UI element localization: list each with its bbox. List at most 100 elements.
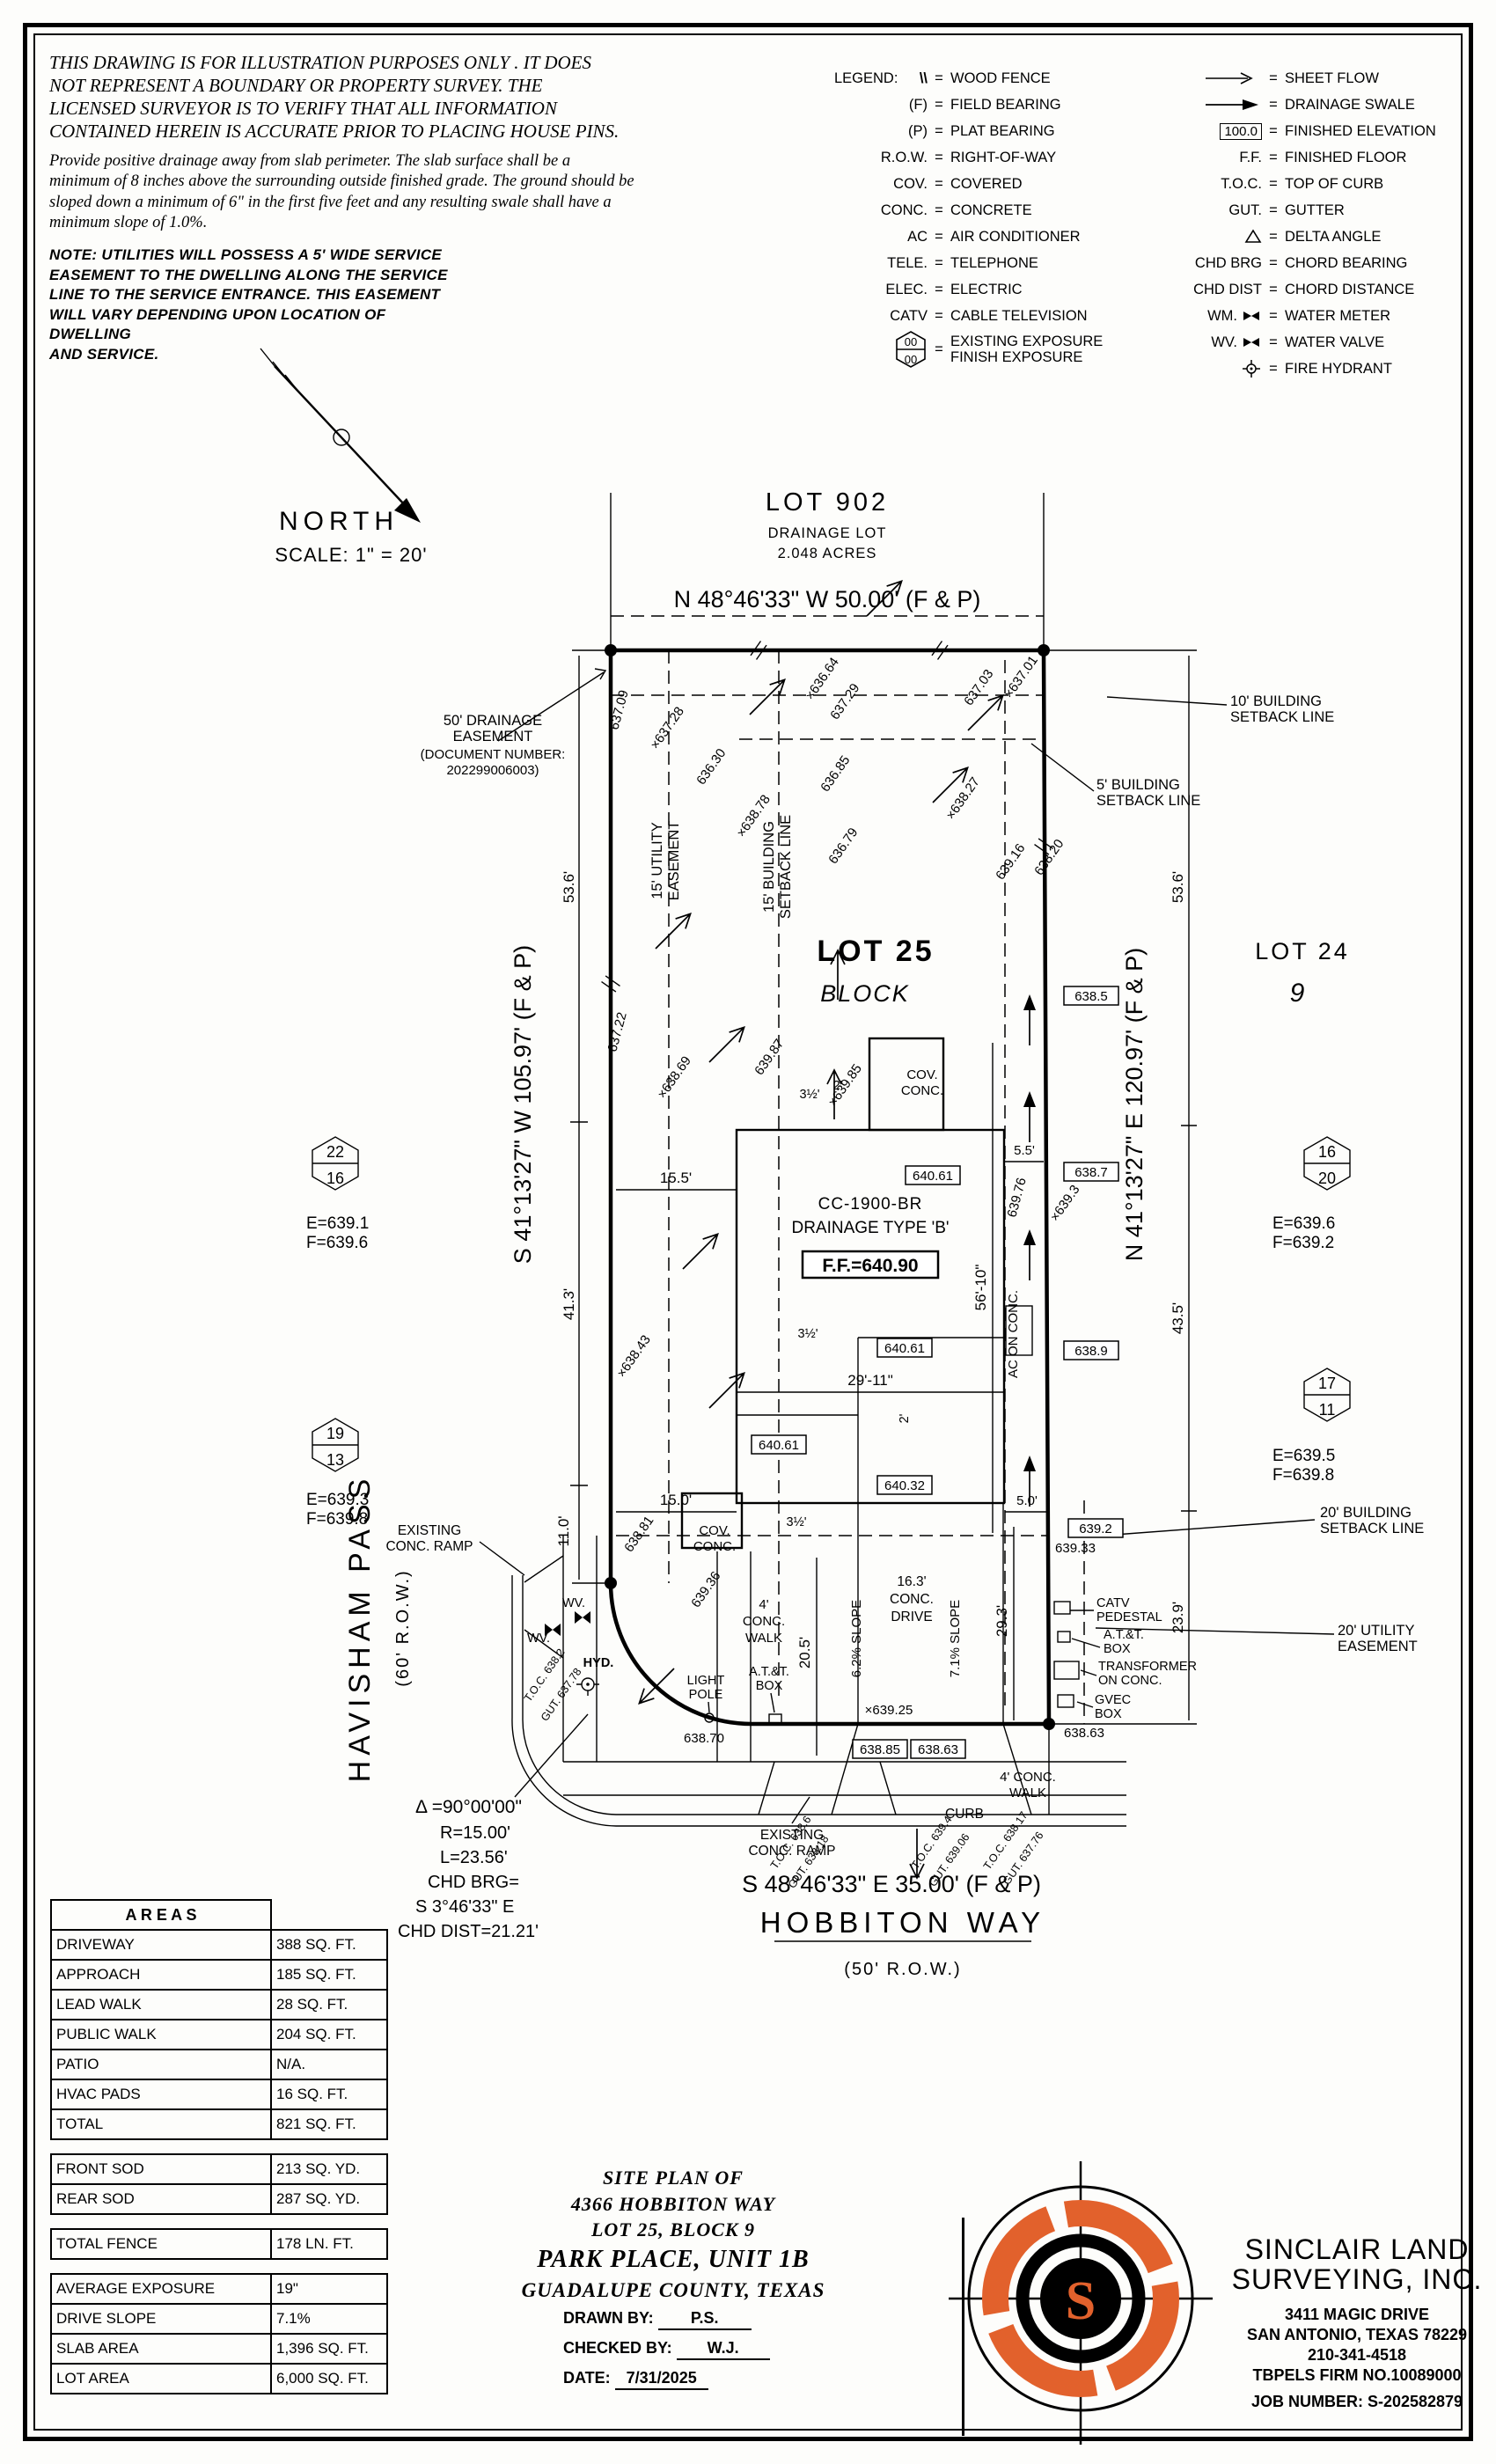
svg-text:202299006003): 202299006003)	[446, 763, 539, 778]
firm-logo: S	[949, 2161, 1213, 2445]
title-line-4: PARK PLACE, UNIT 1B	[537, 2246, 810, 2273]
svg-text:PEDESTAL: PEDESTAL	[1096, 1610, 1162, 1624]
svg-text:638.81: 638.81	[621, 1514, 656, 1555]
ac-pad	[1005, 1305, 1033, 1356]
svg-text:15' BUILDING: 15' BUILDING	[761, 821, 777, 913]
svg-text:F=639.8: F=639.8	[1272, 1466, 1334, 1485]
svg-text:29'-11": 29'-11"	[847, 1372, 893, 1389]
svg-text:15.5': 15.5'	[660, 1170, 692, 1186]
svg-text:637.29: 637.29	[827, 681, 862, 722]
finished-floor-box: F.F.=640.90	[801, 1250, 940, 1280]
disclaimer-paragraph-1: THIS DRAWING IS FOR ILLUSTRATION PURPOSE…	[49, 52, 620, 143]
svg-text:639.2: 639.2	[1079, 1522, 1112, 1536]
lot25-label: LOT 25	[817, 935, 934, 968]
svg-text:E=639.6: E=639.6	[1272, 1214, 1335, 1233]
svg-text:638.63: 638.63	[918, 1742, 958, 1757]
areas-table-title: A R E A S	[50, 1899, 272, 1931]
utility-symbols	[545, 1601, 1080, 1726]
lot902-name: LOT 902	[766, 488, 889, 517]
svg-text:SETBACK LINE: SETBACK LINE	[1230, 709, 1334, 725]
house-model: CC-1900-BR	[818, 1195, 923, 1214]
catv-pedestal-icon	[1053, 1601, 1071, 1615]
svg-text:638.63: 638.63	[1064, 1726, 1104, 1741]
svg-text:7.1% SLOPE: 7.1% SLOPE	[948, 1600, 963, 1677]
water-meter-bowtie-icon	[1243, 312, 1259, 320]
finished-elevation-box-icon: 100.0	[1220, 122, 1262, 140]
svg-text:ON CONC.: ON CONC.	[1098, 1674, 1162, 1688]
svg-text:50' DRAINAGE: 50' DRAINAGE	[444, 713, 542, 729]
svg-text:E=639.1: E=639.1	[306, 1214, 369, 1233]
legend-left-column: LEGEND:\\ = WOOD FENCE (F)=FIELD BEARING…	[834, 65, 1179, 370]
curb-lines	[511, 1575, 1126, 1827]
side-walk	[562, 1536, 598, 1762]
svg-text:SETBACK LINE: SETBACK LINE	[778, 815, 794, 919]
lot902-type: DRAINAGE LOT	[768, 525, 887, 541]
logo-letter: S	[1066, 2271, 1096, 2331]
firm-phone: 210-341-4518	[1307, 2346, 1407, 2365]
dimension-labels: 53.6' 53.6' 41.3' 43.5' 23.9' 11.0' 15.5…	[555, 871, 1186, 1668]
svg-text:2': 2'	[898, 1413, 912, 1423]
footer-divider	[962, 2218, 964, 2436]
house-footprint	[680, 1037, 1033, 1550]
svg-text:5' BUILDING: 5' BUILDING	[1096, 777, 1180, 793]
svg-text:BOX: BOX	[1104, 1642, 1131, 1656]
svg-text:CATV: CATV	[1096, 1596, 1130, 1610]
date-label: DATE:	[563, 2369, 611, 2387]
svg-text:EXISTING: EXISTING	[398, 1523, 461, 1538]
svg-text:EASEMENT: EASEMENT	[453, 729, 533, 744]
svg-text:640.61: 640.61	[913, 1169, 953, 1184]
svg-text:S 3°46'33" E: S 3°46'33" E	[415, 1897, 514, 1917]
ramp-left	[524, 1555, 564, 1659]
water-valve-icon	[575, 1611, 590, 1624]
svg-text:LIGHT: LIGHT	[687, 1674, 725, 1688]
svg-text:11.0': 11.0'	[555, 1515, 572, 1546]
svg-text:×639.25: ×639.25	[865, 1703, 913, 1718]
checked-by-value: W.J.	[676, 2339, 770, 2360]
svg-text:3½': 3½'	[798, 1327, 818, 1341]
svg-text:16: 16	[1318, 1143, 1336, 1161]
leader-lines	[479, 668, 1335, 1824]
flatwork	[524, 1503, 1126, 1815]
block-label: BLOCK	[820, 980, 910, 1007]
svg-text:HYD.: HYD.	[583, 1656, 614, 1670]
svg-text:15' UTILITY: 15' UTILITY	[649, 822, 665, 899]
transformer-icon	[1053, 1661, 1080, 1680]
gvec-box-icon	[1057, 1694, 1074, 1708]
curb-elevations: T.O.C. 638.2 GUT. 637.78 T.O.C. 638.6 GU…	[522, 1646, 1046, 1891]
svg-text:CONC. RAMP: CONC. RAMP	[748, 1844, 835, 1859]
svg-text:638.70: 638.70	[684, 1731, 724, 1746]
checked-by-label: CHECKED BY:	[563, 2339, 672, 2357]
svg-text:638.85: 638.85	[860, 1742, 900, 1757]
svg-text:638.20: 638.20	[1031, 837, 1067, 878]
svg-text:COV.: COV.	[699, 1523, 730, 1538]
svg-text:5.0': 5.0'	[1016, 1493, 1038, 1508]
drawn-by-value: P.S.	[657, 2309, 752, 2330]
svg-text:41.3': 41.3'	[561, 1288, 577, 1320]
svg-text:637.03: 637.03	[961, 667, 996, 708]
fire-hydrant-icon	[1243, 360, 1260, 378]
driveway	[831, 1503, 1032, 1815]
svg-text:639.36: 639.36	[688, 1569, 723, 1610]
title-block: SITE PLAN OF 4366 HOBBITON WAY LOT 25, B…	[480, 2167, 867, 2302]
legend-title: LEGEND:	[834, 70, 898, 86]
svg-text:BOX: BOX	[756, 1679, 783, 1693]
firm-name-line1: SINCLAIR LAND	[1244, 2233, 1470, 2265]
dimension-lines	[570, 649, 1197, 1756]
svg-text:640.32: 640.32	[884, 1478, 925, 1493]
svg-text:BOX: BOX	[1095, 1707, 1122, 1721]
drainage-swale-arrow-icon	[1206, 99, 1258, 110]
svg-text:(DOCUMENT NUMBER:: (DOCUMENT NUMBER:	[421, 747, 566, 762]
svg-text:638.5: 638.5	[1074, 989, 1108, 1004]
svg-text:22: 22	[326, 1143, 344, 1161]
svg-text:×637.01: ×637.01	[1001, 653, 1041, 701]
